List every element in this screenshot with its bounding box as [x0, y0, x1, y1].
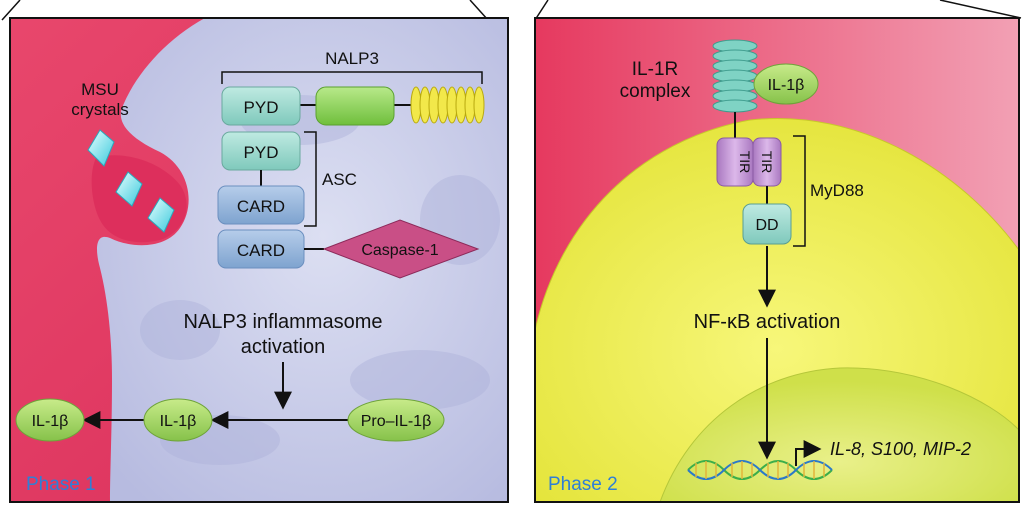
myd88-label: MyD88 — [810, 181, 864, 200]
il1b-intracellular-label: IL-1β — [160, 413, 197, 430]
caspase-card-label: CARD — [237, 241, 285, 260]
il1r-label-line1: IL-1R — [632, 59, 678, 80]
phase2-label: Phase 2 — [548, 474, 618, 495]
asc-label: ASC — [322, 170, 357, 189]
lrr-domain — [410, 86, 485, 124]
tir-receptor-label: TIR — [737, 151, 753, 174]
nalp3-pyd-domain — [221, 86, 301, 126]
phase2-panel: IL-1R complex IL-1β TIR TIR DD MyD88 NF-… — [534, 17, 1020, 503]
activation-label-line1: NALP3 inflammasome — [184, 311, 383, 333]
il1b-secreted-oval — [15, 398, 85, 442]
il1b-ligand-label: IL-1β — [768, 77, 805, 94]
transcription-start-arrow — [795, 440, 822, 466]
il1b-ligand-oval — [753, 63, 819, 105]
msu-crystals — [87, 129, 175, 233]
nacht-domain — [315, 86, 395, 126]
asc-card-label: CARD — [237, 197, 285, 216]
activation-label-line2: activation — [241, 336, 326, 358]
caspase-1-label: Caspase-1 — [361, 242, 438, 259]
phase1-label: Phase 1 — [26, 474, 96, 495]
pro-il1b-label: Pro–IL-1β — [361, 413, 432, 430]
asc-pyd-label: PYD — [244, 143, 279, 162]
il1r-label-line2: complex — [620, 81, 691, 102]
pro-il1b-oval — [347, 398, 445, 442]
il1b-secreted-label: IL-1β — [32, 413, 69, 430]
tir-myd88-label: TIR — [759, 151, 775, 174]
dd-label: DD — [755, 217, 778, 234]
nucleus — [659, 367, 1019, 502]
msu-label-line2: crystals — [71, 100, 129, 119]
nalp3-bracket — [221, 71, 483, 84]
dd-domain — [742, 203, 792, 245]
il1b-intracellular-oval — [143, 398, 213, 442]
asc-card-domain — [217, 185, 305, 225]
asc-bracket — [304, 131, 317, 227]
phase1-panel: MSU crystals NALP3 PYD PYD CARD ASC — [9, 17, 509, 503]
nalp3-pyd-label: PYD — [244, 98, 279, 117]
target-genes-label: IL-8, S100, MIP-2 — [830, 439, 971, 459]
nfkb-activation-label: NF-κB activation — [694, 311, 841, 333]
msu-label-line1: MSU — [81, 80, 119, 99]
myd88-bracket — [793, 135, 806, 247]
nalp3-label: NALP3 — [325, 49, 379, 68]
il1r-receptor — [712, 39, 758, 113]
caspase-1-domain — [322, 219, 480, 279]
dna-helix — [687, 460, 833, 480]
